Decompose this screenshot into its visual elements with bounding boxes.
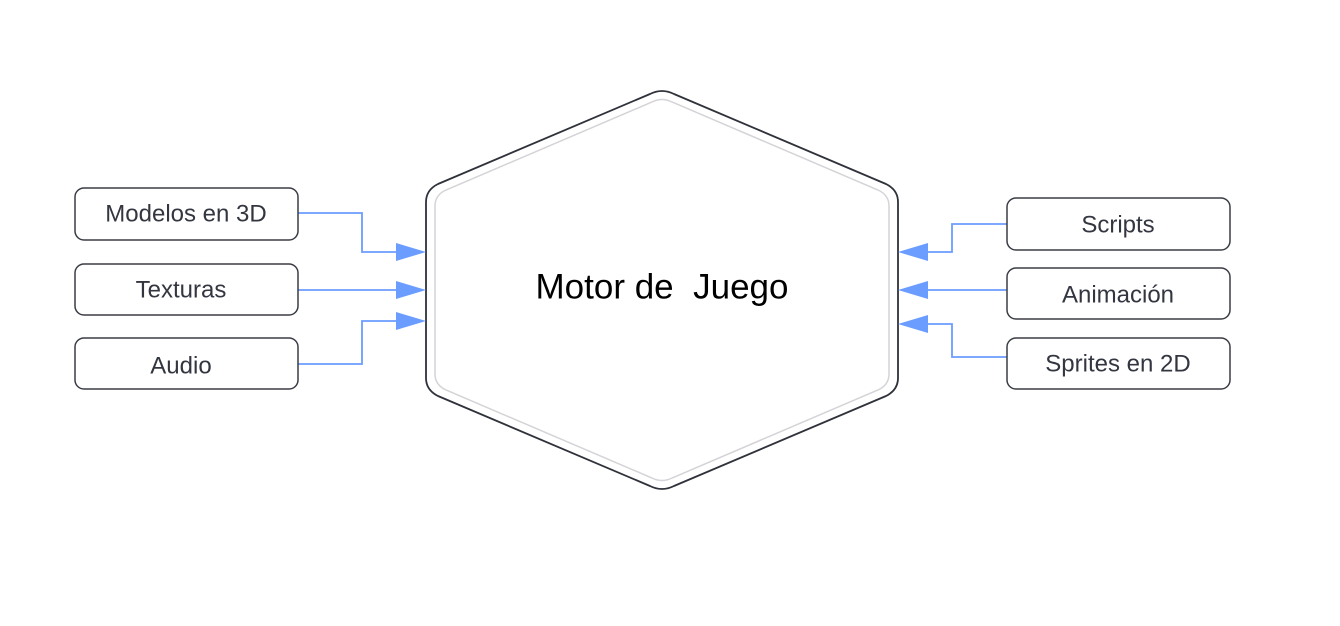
connector-animacion [898, 281, 1007, 299]
node-label: Sprites en 2D [1045, 351, 1190, 378]
motor-de-juego-label: Motor de Juego [536, 268, 789, 307]
hexagon-inner [434, 98, 890, 482]
arrowhead-icon [396, 312, 426, 330]
node-texturas[interactable]: Texturas [74, 263, 299, 316]
node-audio[interactable]: Audio [74, 337, 299, 390]
arrowhead-icon [898, 315, 928, 333]
node-label: Modelos en 3D [105, 201, 266, 228]
node-label: Texturas [136, 277, 227, 304]
node-animacion[interactable]: Animación [1006, 267, 1231, 320]
node-label: Audio [150, 353, 211, 380]
node-sprites-en-2d[interactable]: Sprites en 2D [1006, 337, 1231, 390]
arrowhead-icon [396, 281, 426, 299]
node-scripts[interactable]: Scripts [1006, 197, 1231, 251]
node-label: Scripts [1081, 212, 1154, 239]
connector-scripts [898, 223, 1007, 261]
motor-de-juego-node[interactable]: Motor de Juego [425, 90, 899, 490]
arrowhead-icon [898, 243, 928, 261]
connector-modelos [298, 212, 426, 261]
connector-texturas [298, 281, 426, 299]
node-label: Animación [1062, 282, 1174, 309]
connector-sprites [898, 315, 1007, 358]
node-modelos-en-3d[interactable]: Modelos en 3D [74, 187, 299, 241]
arrowhead-icon [898, 281, 928, 299]
connector-audio [298, 312, 426, 365]
hexagon-outer [425, 90, 899, 490]
arrowhead-icon [396, 243, 426, 261]
